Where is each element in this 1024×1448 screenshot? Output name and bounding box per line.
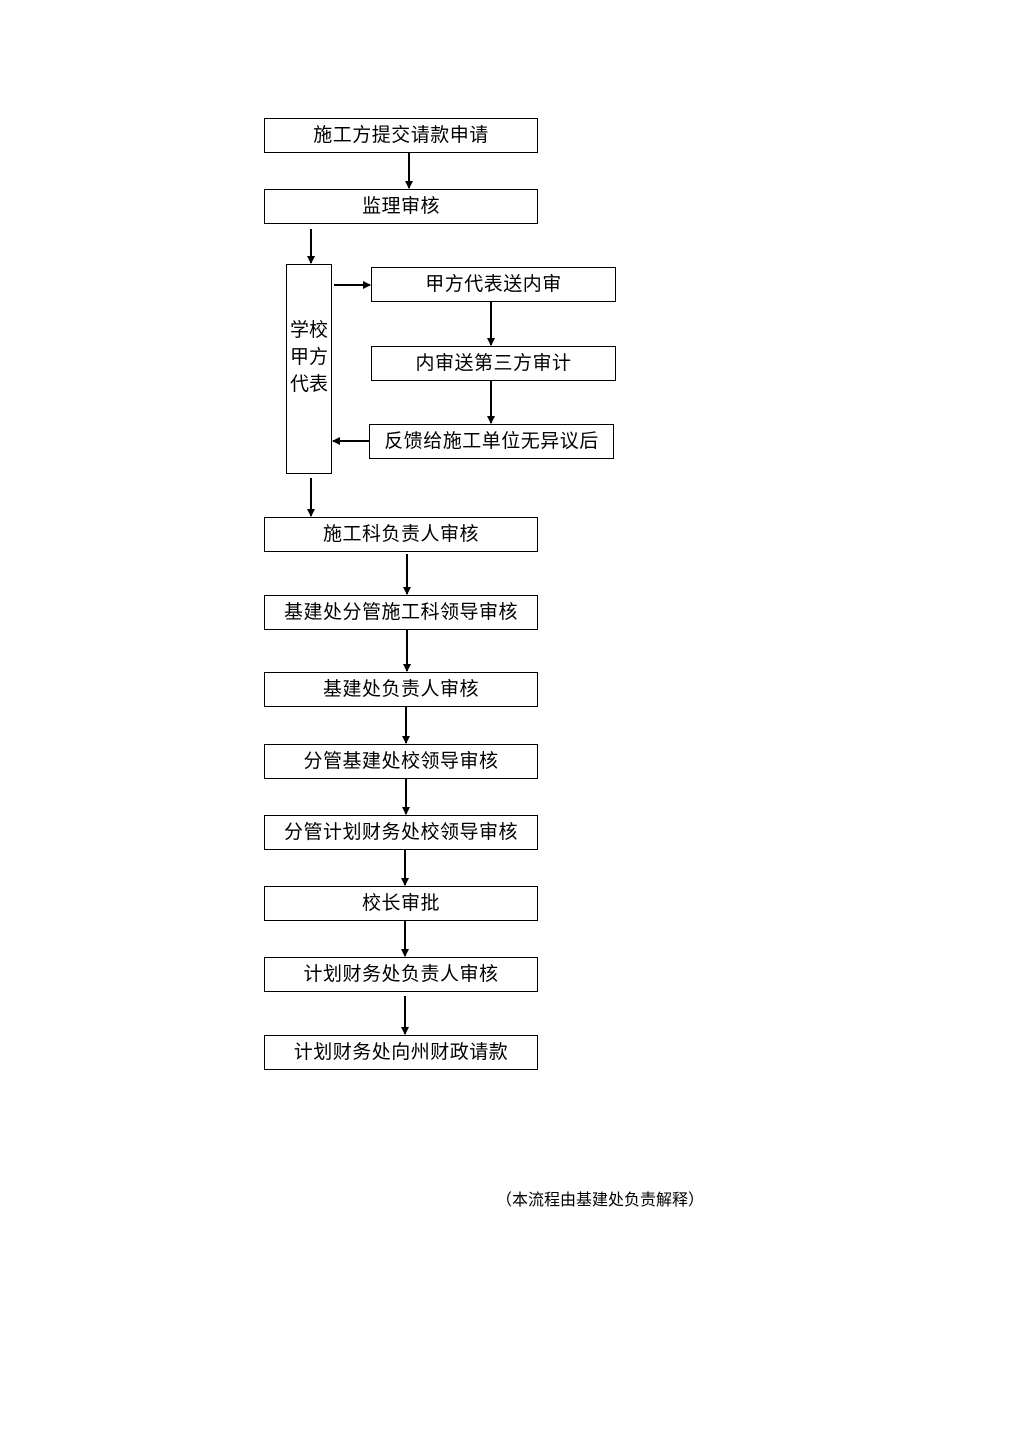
flow-step-infrastructure-vp-review: 分管基建处校领导审核 [264,744,538,779]
footnote: （本流程由基建处负责解释） [496,1190,705,1209]
side-step-internal-audit: 甲方代表送内审 [371,267,616,302]
flow-step-construction-leader-review: 基建处分管施工科领导审核 [264,595,538,630]
school-rep-box: 学校 甲方 代表 [286,264,332,474]
flow-step-president-approval: 校长审批 [264,886,538,921]
flow-step-finance-head-review: 计划财务处负责人审核 [264,957,538,992]
school-rep-line-1: 学校 [289,319,328,341]
flow-step-submit-request: 施工方提交请款申请 [264,118,538,153]
school-rep-line-2: 甲方 [289,346,328,368]
flow-step-request-state-funds: 计划财务处向州财政请款 [264,1035,538,1070]
flow-step-construction-head-review: 施工科负责人审核 [264,517,538,552]
flow-step-finance-vp-review: 分管计划财务处校领导审核 [264,815,538,850]
side-step-third-party-audit: 内审送第三方审计 [371,346,616,381]
flow-step-infrastructure-head-review: 基建处负责人审核 [264,672,538,707]
school-rep-line-3: 代表 [289,373,328,395]
flow-step-supervisor-review: 监理审核 [264,189,538,224]
side-step-feedback: 反馈给施工单位无异议后 [369,424,614,459]
